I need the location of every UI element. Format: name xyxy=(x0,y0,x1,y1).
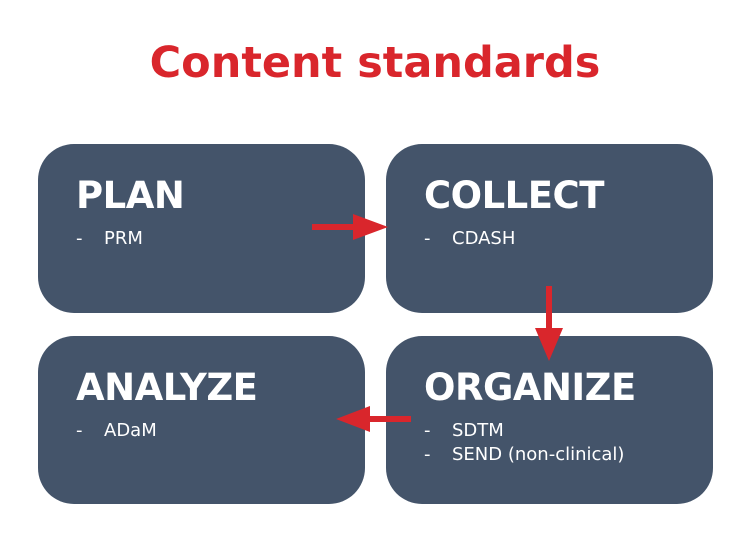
box-heading: ANALYZE xyxy=(76,366,258,409)
item-label: CDASH xyxy=(452,228,516,249)
dash: - xyxy=(424,444,431,465)
list-item: -PRM xyxy=(76,228,143,252)
dash: - xyxy=(76,420,83,441)
item-label: PRM xyxy=(104,228,143,249)
dash: - xyxy=(424,228,431,249)
item-label: SDTM xyxy=(452,420,504,441)
organize-box: ORGANIZE -SDTM -SEND (non-clinical) xyxy=(386,336,713,504)
plan-box: PLAN -PRM xyxy=(38,144,365,313)
box-heading: PLAN xyxy=(76,174,185,217)
box-heading: COLLECT xyxy=(424,174,604,217)
analyze-box: ANALYZE -ADaM xyxy=(38,336,365,504)
arrow-plan-to-collect xyxy=(312,214,388,240)
dash: - xyxy=(424,420,431,441)
list-item: -SDTM xyxy=(424,420,624,444)
arrow-collect-to-organize xyxy=(535,286,563,361)
page-title: Content standards xyxy=(149,38,601,88)
dash: - xyxy=(76,228,83,249)
list-item: -CDASH xyxy=(424,228,515,252)
box-heading: ORGANIZE xyxy=(424,366,636,409)
list-item: -SEND (non-clinical) xyxy=(424,444,624,468)
arrow-organize-to-analyze xyxy=(336,406,411,432)
collect-box: COLLECT -CDASH xyxy=(386,144,713,313)
list-item: -ADaM xyxy=(76,420,157,444)
item-label: ADaM xyxy=(104,420,157,441)
item-label: SEND (non-clinical) xyxy=(452,444,625,465)
